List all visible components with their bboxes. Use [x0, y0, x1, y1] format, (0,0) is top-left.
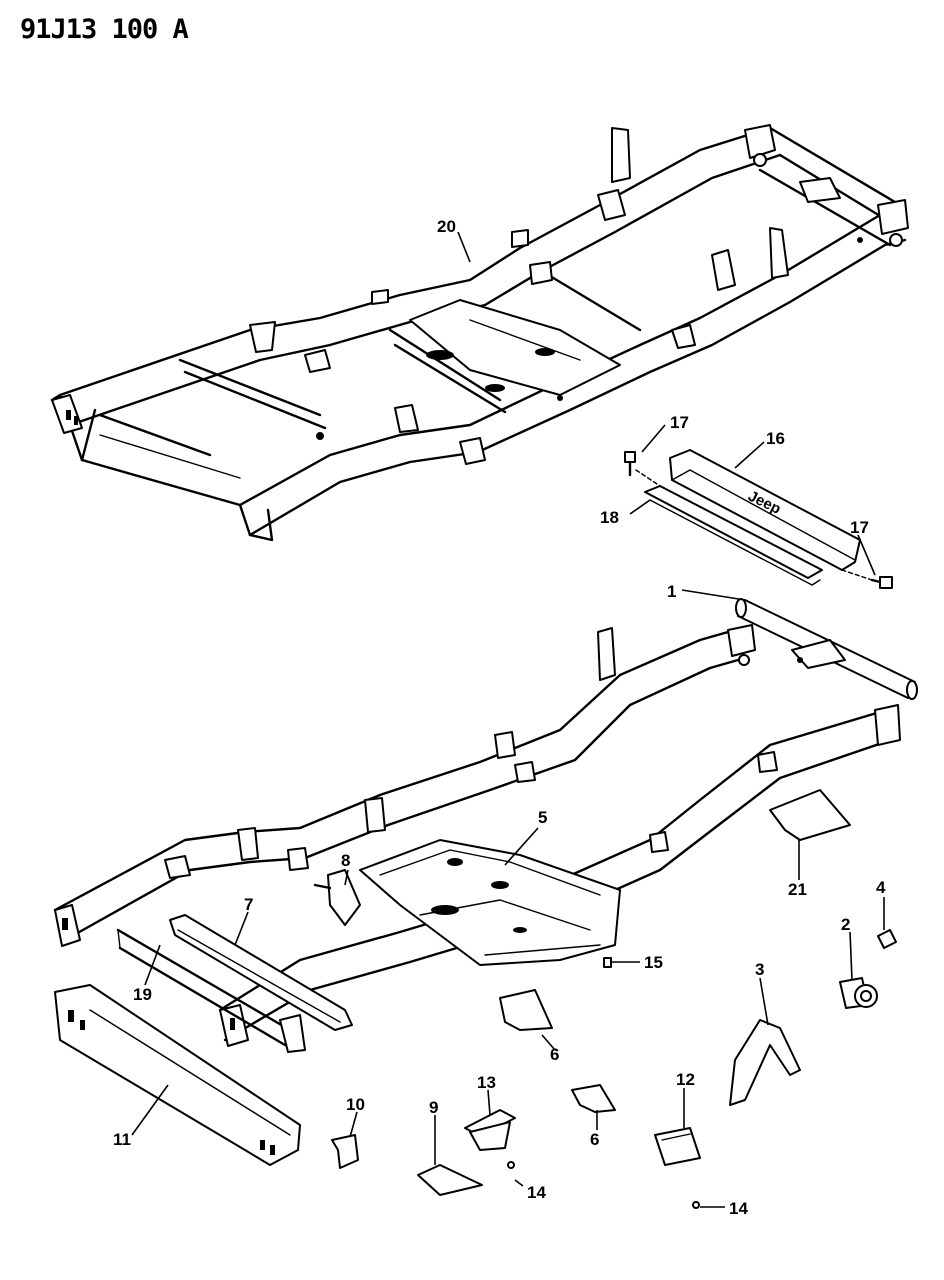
callout-13: 13 [477, 1073, 496, 1092]
nut-14b [692, 1201, 700, 1209]
plate-21 [769, 789, 851, 841]
bolt-17-right [870, 576, 893, 589]
callout-16: 16 [766, 429, 785, 448]
mount-12 [654, 1127, 701, 1166]
callout-15: 15 [644, 953, 663, 972]
callout-14-right: 14 [729, 1199, 748, 1218]
leader-lines [131, 231, 885, 1208]
crossmember-11 [54, 984, 301, 1166]
callout-1: 1 [667, 582, 676, 601]
bolt-15 [603, 957, 612, 968]
bracket-6b [571, 1084, 616, 1113]
callout-20: 20 [437, 217, 456, 236]
callout-2: 2 [841, 915, 850, 934]
callouts: 20 17 16 18 17 1 5 8 7 19 21 4 2 15 3 6 … [113, 217, 886, 1218]
bolt-17-left [624, 451, 636, 477]
callout-14-left: 14 [527, 1183, 546, 1202]
bracket-8 [313, 869, 361, 926]
callout-17-lower: 17 [850, 518, 869, 537]
mount-13 [464, 1109, 516, 1151]
clip-4 [877, 929, 897, 949]
bracket-10 [331, 1134, 359, 1169]
skid-plate-group: Jeep [624, 449, 893, 589]
crossmember-19 [116, 928, 306, 1053]
callout-21: 21 [788, 880, 807, 899]
callout-6-lower: 6 [590, 1130, 599, 1149]
bracket-6a [499, 989, 553, 1031]
rear-crossmember-1 [735, 598, 918, 700]
hanger-3 [729, 1019, 801, 1106]
nut-14a [507, 1161, 515, 1169]
callout-12: 12 [676, 1070, 695, 1089]
callout-10: 10 [346, 1095, 365, 1114]
callout-6-upper: 6 [550, 1045, 559, 1064]
callout-19: 19 [133, 985, 152, 1004]
callout-8: 8 [341, 851, 350, 870]
plate-9 [417, 1164, 483, 1196]
skid-plate-5 [359, 839, 621, 966]
callout-11: 11 [113, 1130, 131, 1149]
callout-9: 9 [429, 1098, 438, 1117]
crossmember-7 [169, 914, 353, 1031]
frame-assembly-top [50, 124, 909, 542]
callout-3: 3 [755, 960, 764, 979]
bushing-2 [839, 977, 878, 1009]
callout-17-upper: 17 [670, 413, 689, 432]
callout-4: 4 [876, 878, 886, 897]
callout-5: 5 [538, 808, 547, 827]
callout-7: 7 [244, 895, 253, 914]
frame-rails-lower [53, 624, 901, 1047]
callout-18: 18 [600, 508, 619, 527]
diagram-code: 91J13 100 A [20, 14, 189, 45]
